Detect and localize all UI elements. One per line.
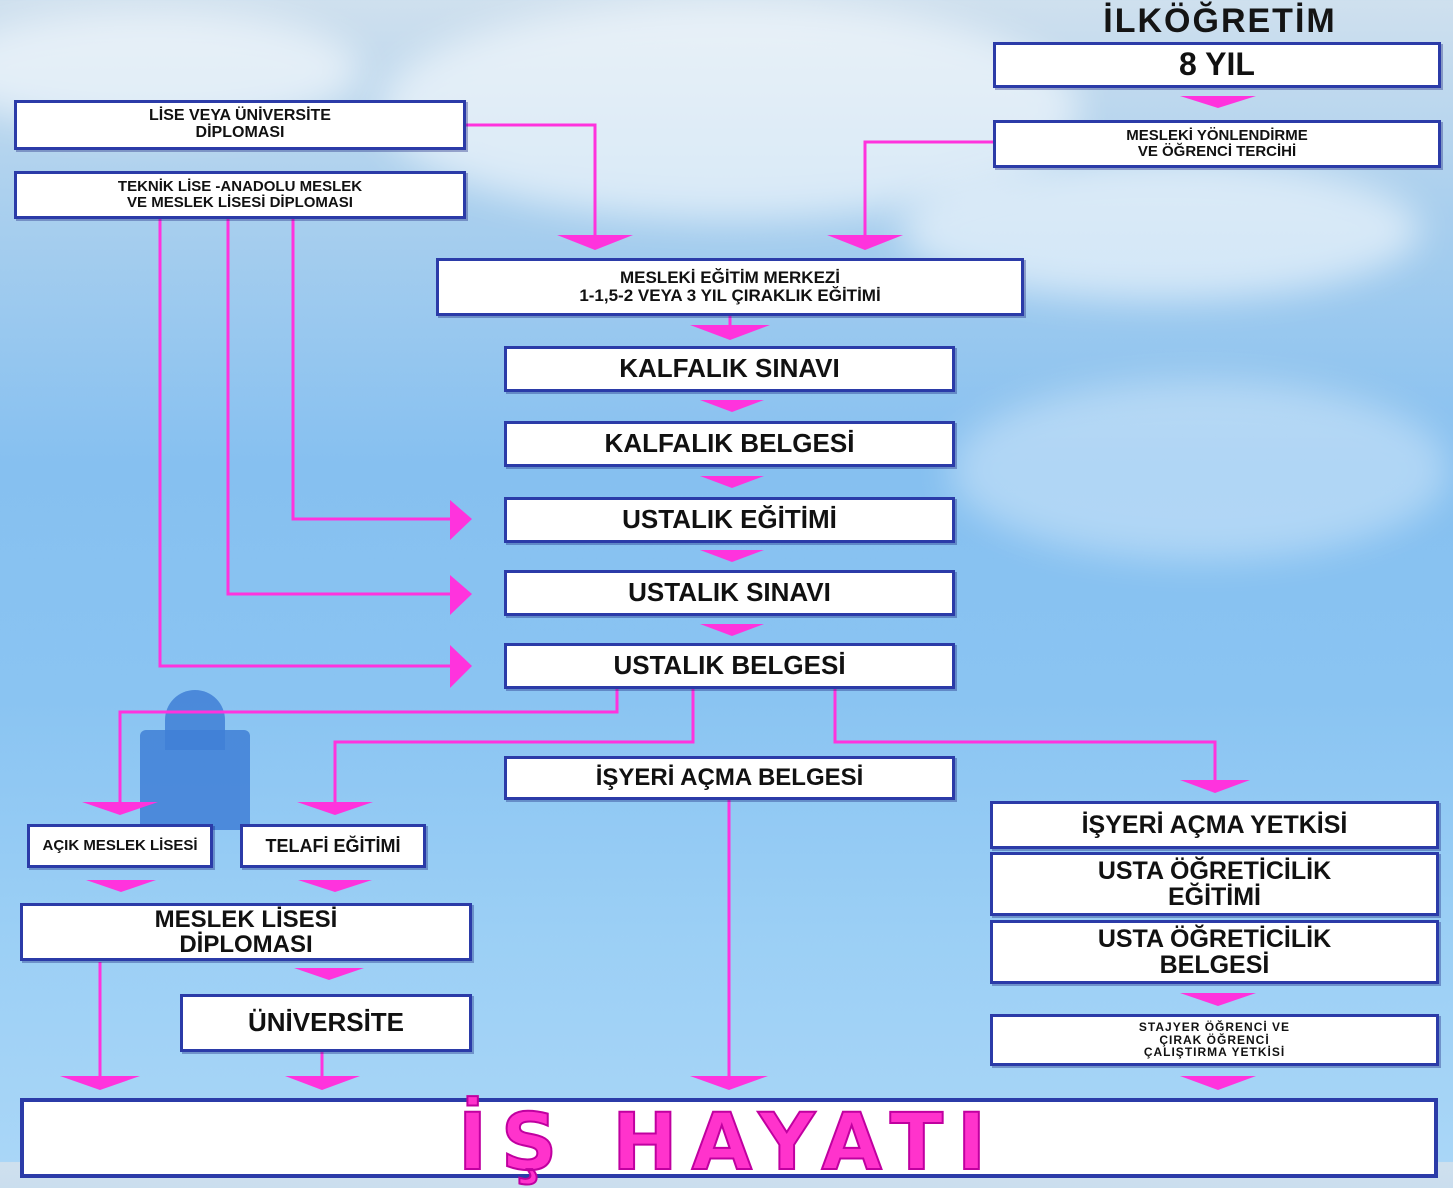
meslek-lisesi-diplomasi-box: MESLEK LİSESİ DİPLOMASI [20, 903, 472, 961]
is-hayati-title: İŞ HAYATI [457, 1098, 1001, 1188]
isyeri-acma-belgesi-box: İŞYERİ AÇMA BELGESİ [504, 756, 955, 800]
telafi-egitimi-box: TELAFİ EĞİTİMİ [240, 824, 426, 868]
acik-meslek-lisesi-box: AÇIK MESLEK LİSESİ [27, 824, 213, 868]
tower-silhouette [165, 690, 225, 750]
lise-universite-diploma-box: LİSE VEYA ÜNİVERSİTE DİPLOMASI [14, 100, 466, 150]
stajyer-yetkisi-box: STAJYER ÖĞRENCİ VE ÇIRAK ÖĞRENCİ ÇALIŞTI… [990, 1014, 1439, 1066]
universite-box: ÜNİVERSİTE [180, 994, 472, 1052]
ustalik-sinavi-box: USTALIK SINAVI [504, 570, 955, 616]
is-hayati-box: İŞ HAYATI [20, 1098, 1438, 1183]
ustalik-egitimi-box: USTALIK EĞİTİMİ [504, 497, 955, 543]
ustalik-belgesi-box: USTALIK BELGESİ [504, 643, 955, 689]
usta-ogreticilik-egitimi-box: USTA ÖĞRETİCİLİK EĞİTİMİ [990, 852, 1439, 916]
cloud-decoration [950, 380, 1450, 560]
mesleki-yonlendirme-box: MESLEKİ YÖNLENDİRME VE ÖĞRENCİ TERCİHİ [993, 120, 1441, 168]
isyeri-acma-yetkisi-box: İŞYERİ AÇMA YETKİSİ [990, 801, 1439, 849]
kalfalik-sinavi-box: KALFALIK SINAVI [504, 346, 955, 392]
mesleki-egitim-merkezi-box: MESLEKİ EĞİTİM MERKEZİ 1-1,5-2 VEYA 3 YI… [436, 258, 1024, 316]
teknik-lise-diploma-box: TEKNİK LİSE -ANADOLU MESLEK VE MESLEK Lİ… [14, 171, 466, 219]
duration-box: 8 YIL [993, 42, 1441, 88]
kalfalik-belgesi-box: KALFALIK BELGESİ [504, 421, 955, 467]
header-title: İLKÖĞRETİM [1103, 2, 1337, 40]
flow-connectors [60, 96, 1256, 1090]
usta-ogreticilik-belgesi-box: USTA ÖĞRETİCİLİK BELGESİ [990, 920, 1439, 984]
